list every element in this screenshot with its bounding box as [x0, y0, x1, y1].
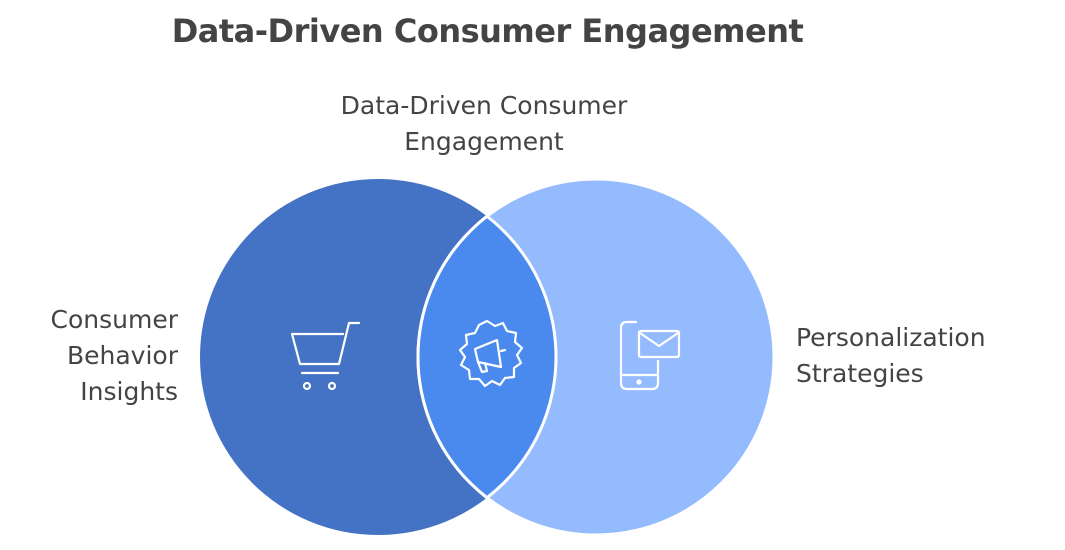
intersection-label: Data-Driven Consumer Engagement — [340, 91, 628, 156]
left-set-label: Consumer Behavior Insights — [50, 305, 178, 406]
intersection-region — [418, 179, 556, 535]
gear-megaphone-icon — [458, 319, 524, 388]
left-set-outline — [418, 179, 558, 535]
shopping-cart-icon — [290, 321, 361, 391]
page-title: Data-Driven Consumer Engagement — [171, 12, 804, 50]
mobile-mail-icon — [619, 320, 681, 391]
right-set-outline — [416, 179, 556, 535]
right-set-label: Personalization Strategies — [796, 323, 986, 388]
